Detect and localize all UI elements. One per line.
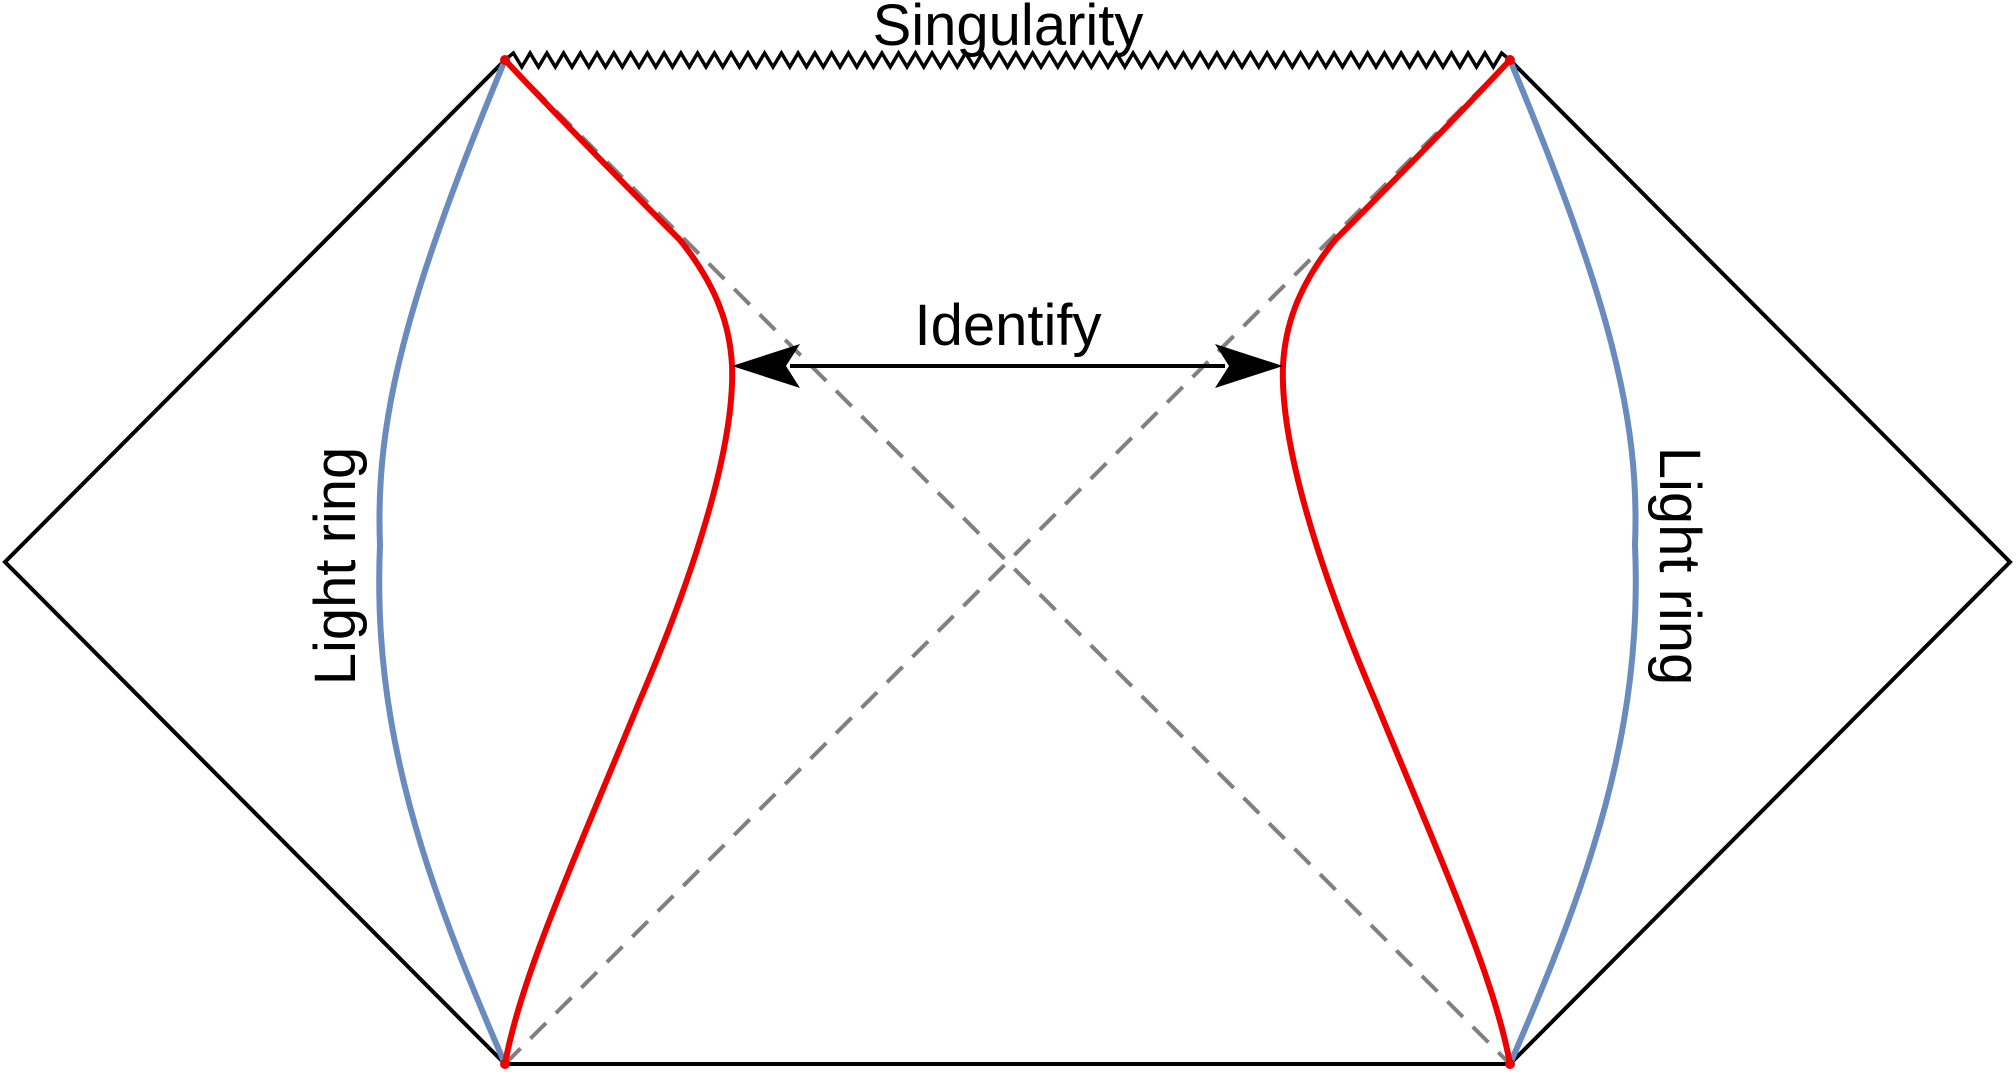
- singularity-zigzag: [503, 49, 1512, 71]
- identify-arrowhead-right: [1215, 344, 1283, 388]
- light-rings: [376, 58, 1639, 1066]
- light-ring-curve-left: [376, 58, 508, 1066]
- corner-points: [500, 55, 1515, 1069]
- corner-point-top-left: [500, 55, 510, 65]
- corner-point-top-right: [1505, 55, 1515, 65]
- horizon-line-left-to-right: [503, 58, 1512, 1066]
- light-ring-label-left: Light ring: [303, 447, 368, 686]
- right-region-boundary: [1508, 58, 2013, 1066]
- light-ring-curve-right: [1507, 58, 1639, 1066]
- light-ring-label-right: Light ring: [1647, 447, 1712, 686]
- worldline-curve-left: [502, 57, 736, 1065]
- identify-label: Identify: [915, 293, 1102, 358]
- worldline-curve-right: [1279, 57, 1513, 1065]
- identify-arrow: [732, 344, 1283, 388]
- event-horizons: [503, 58, 1512, 1066]
- corner-point-bottom-right: [1505, 1059, 1515, 1069]
- corner-point-bottom-left: [500, 1059, 510, 1069]
- left-region-boundary: [2, 58, 507, 1066]
- singularity-label: Singularity: [873, 0, 1144, 58]
- horizon-line-right-to-left: [503, 58, 1512, 1066]
- identified-worldlines: [502, 57, 1513, 1065]
- spacetime-boundary: [2, 58, 2013, 1066]
- identify-arrowhead-left: [732, 344, 800, 388]
